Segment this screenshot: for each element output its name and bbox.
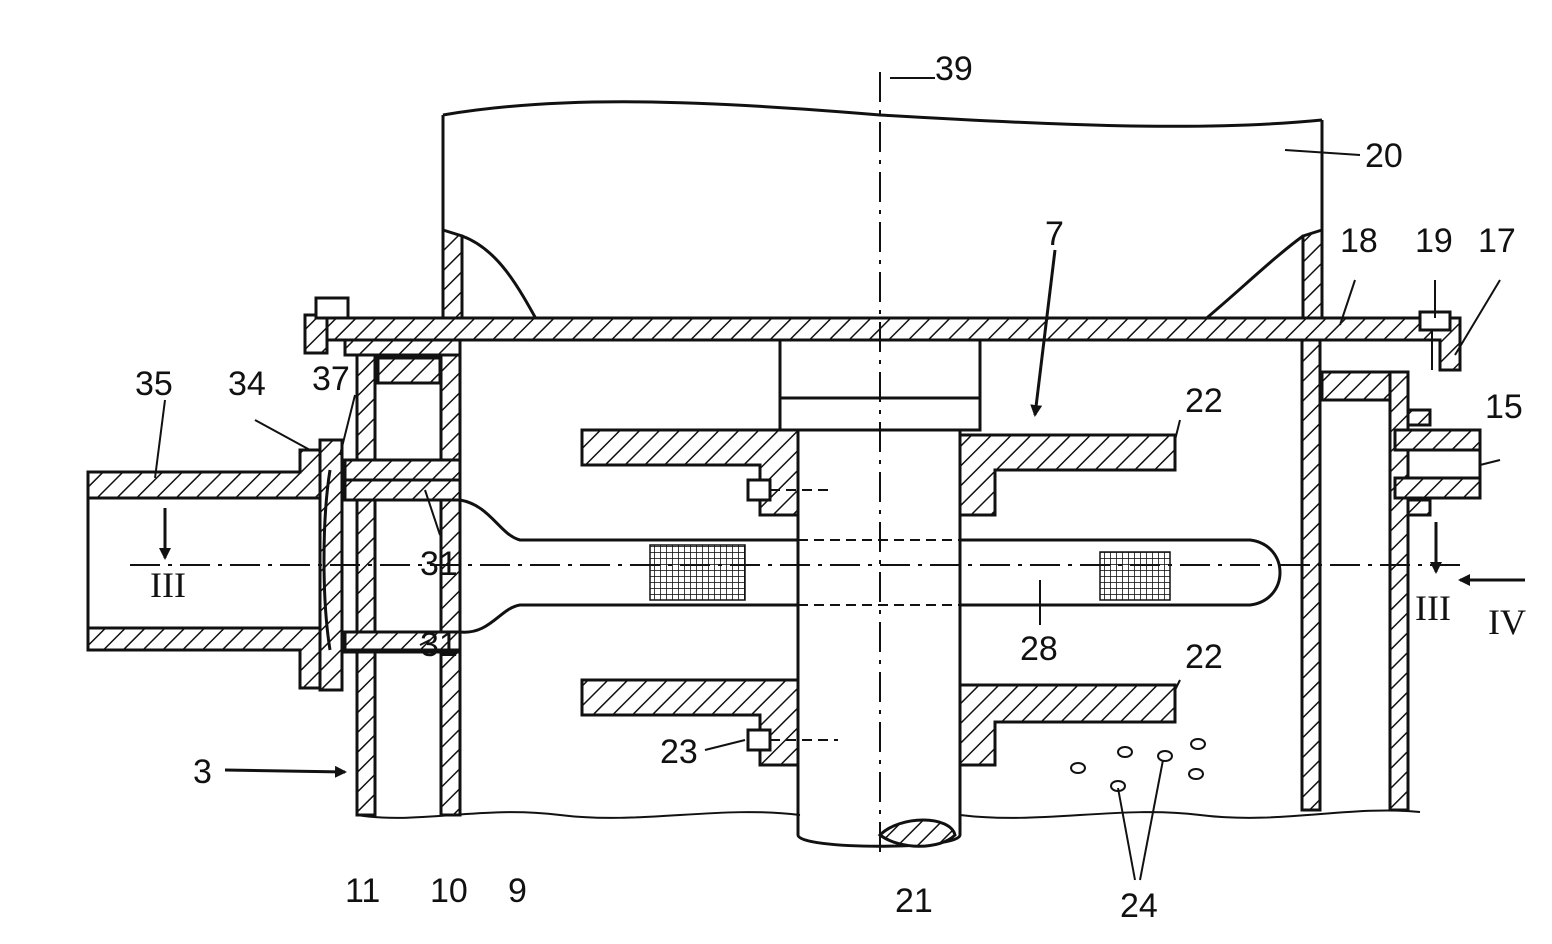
label-24: 24 [1120, 887, 1158, 925]
label-34: 34 [228, 365, 266, 403]
label-35: 35 [135, 365, 173, 403]
label-11: 11 [345, 872, 380, 910]
section-mark-right: III [1415, 588, 1451, 628]
label-37: 37 [312, 360, 350, 398]
label-3: 3 [193, 753, 212, 791]
label-31-lower: 31 [420, 626, 458, 664]
label-17: 17 [1478, 222, 1516, 260]
label-39: 39 [935, 50, 973, 88]
label-23: 23 [660, 733, 698, 771]
flange-plate [305, 298, 1460, 370]
label-7: 7 [1045, 215, 1064, 253]
upper-housing [443, 102, 1322, 336]
right-housing-walls [1302, 340, 1430, 810]
label-28: 28 [1020, 630, 1058, 668]
label-21: 21 [895, 882, 933, 920]
label-22-upper: 22 [1185, 382, 1223, 420]
label-18: 18 [1340, 222, 1378, 260]
label-10: 10 [430, 872, 468, 910]
view-mark-iv: IV [1488, 602, 1526, 642]
label-9: 9 [508, 872, 527, 910]
label-20: 20 [1365, 137, 1403, 175]
label-31-upper: 31 [420, 545, 458, 583]
section-mark-left: III [150, 565, 186, 605]
holes-24 [1071, 739, 1205, 791]
label-22-lower: 22 [1185, 638, 1223, 676]
label-15: 15 [1485, 388, 1523, 426]
label-19: 19 [1415, 222, 1453, 260]
